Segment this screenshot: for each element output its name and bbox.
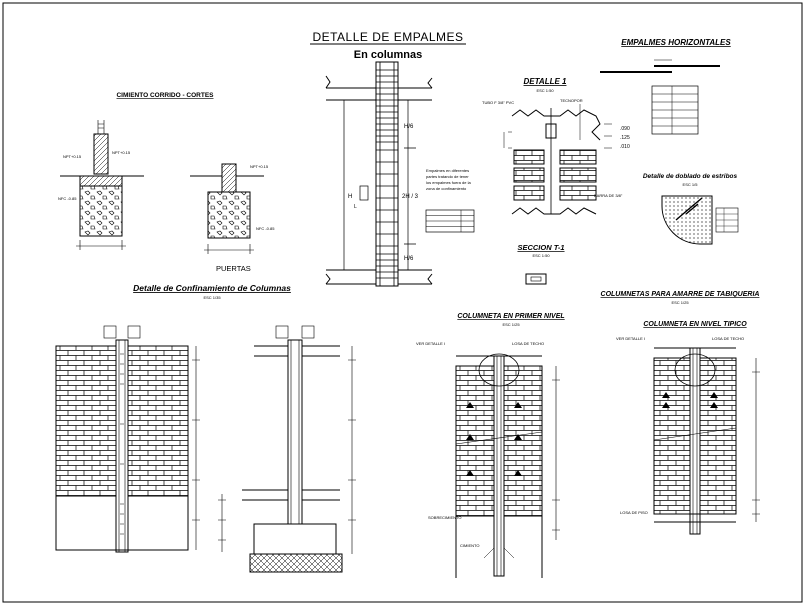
svg-text:NFC -0.85: NFC -0.85: [58, 196, 77, 201]
doblado-scale: ESC 1/5: [683, 182, 699, 187]
columnetas-tabiqueria-scale: ESC 1/25: [671, 300, 689, 305]
splice-column-detail: H H/6 2H / 3 H/6 L: [325, 61, 433, 287]
dim-010: .010: [620, 144, 630, 150]
horizontal-splice-symbol: [600, 59, 720, 73]
dim-h6-bot: H/6: [404, 256, 414, 262]
cimiento-title: CIMIENTO CORRIDO - CORTES: [116, 92, 214, 99]
dim-2h3: 2H / 3: [402, 194, 419, 200]
columneta-tipico-title: COLUMNETA EN NIVEL TIPICO: [643, 321, 747, 328]
columneta-tipico-drawing: [653, 347, 760, 535]
footing-section-right: NPT+0.15 NFC -0.85: [190, 163, 275, 254]
confinement-wall-elevation: [55, 325, 200, 553]
main-title: DETALLE DE EMPALMES: [312, 30, 463, 44]
columneta-primer-scale: ESC 1/25: [502, 322, 520, 327]
detalle1-drawing: [503, 104, 612, 215]
svg-text:H: H: [348, 194, 352, 200]
columnetas-tabiqueria-title: COLUMNETAS PARA AMARRE DE TABIQUERIA: [601, 291, 760, 298]
columneta-primer-title: COLUMNETA EN PRIMER NIVEL: [457, 313, 564, 320]
tipico-losa-techo: LOSA DE TECHO: [712, 336, 744, 341]
svg-text:NPT+0.15: NPT+0.15: [63, 154, 82, 159]
svg-text:NPT+0.15: NPT+0.15: [250, 164, 269, 169]
seccion-title: SECCION T-1: [517, 243, 564, 252]
dim-090: .090: [620, 126, 630, 132]
dim-h6-top: H/6: [404, 124, 414, 130]
columneta-primer-drawing: [455, 353, 560, 578]
seccion-scale: ESC 1:50: [532, 253, 550, 258]
seccion-rect: [525, 273, 547, 285]
barra-label: BARRA DE 3/8": [594, 193, 623, 198]
doblado-title: Detalle de doblado de estribos: [643, 173, 738, 180]
primer-ver-detalle: VER DETALLE I: [416, 341, 445, 346]
tipico-ver-detalle: VER DETALLE I: [616, 336, 645, 341]
detalle1-scale: ESC 1:50: [536, 88, 554, 93]
empalmes-horizontales-title: EMPALMES HORIZONTALES: [621, 38, 731, 47]
primer-sobrecimiento: SOBRECIMIENTO: [428, 515, 462, 520]
svg-text:L: L: [354, 204, 357, 210]
diametro-table: [425, 209, 475, 233]
tecnopor-label: TECNOPOR: [560, 98, 583, 103]
tipico-losa-piso: LOSA DE PISO: [620, 510, 648, 515]
empalmes-table: [651, 85, 699, 135]
primer-cimiento: CIMIENTO: [460, 543, 479, 548]
confinamiento-scale: ESC 1/35: [203, 295, 221, 300]
splice-note: Empalmes en diferentes partes tratando d…: [426, 168, 472, 191]
footing-section-left: NPT+0.15 NPT+0.15 NFC -0.85: [58, 120, 144, 250]
stirrup-bend-drawing: [661, 195, 739, 245]
primer-losa-techo: LOSA DE TECHO: [512, 341, 544, 346]
main-subtitle: En columnas: [354, 49, 422, 61]
confinement-column-section: [218, 325, 356, 573]
dim-125: .125: [620, 135, 630, 141]
tubo-label: TUBO F 3/8" PVC: [482, 100, 514, 105]
svg-text:NPT+0.15: NPT+0.15: [112, 150, 131, 155]
confinamiento-title: Detalle de Confinamiento de Columnas: [133, 283, 291, 293]
puertas-label: PUERTAS: [216, 264, 251, 273]
detalle1-title: DETALLE 1: [524, 77, 568, 86]
svg-text:NFC -0.85: NFC -0.85: [256, 226, 275, 231]
